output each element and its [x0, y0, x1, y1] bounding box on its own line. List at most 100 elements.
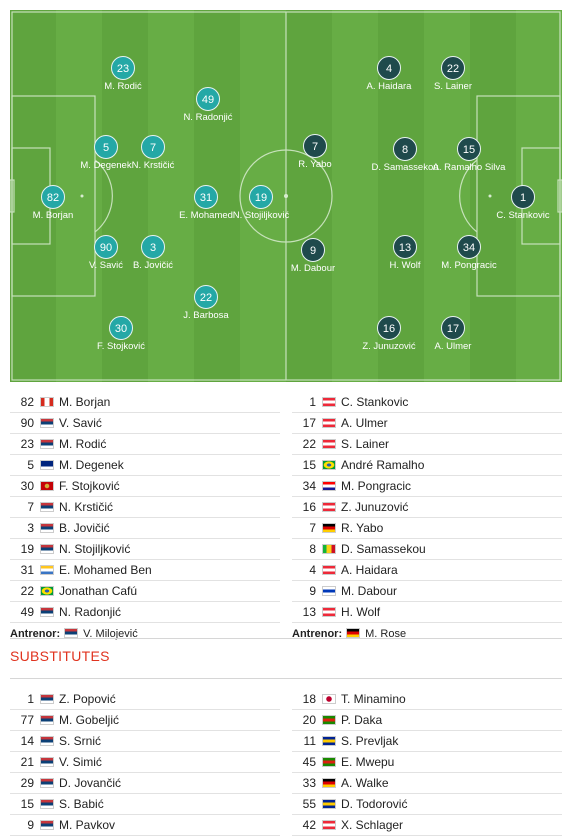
- player-number: 13: [302, 605, 316, 619]
- player-number: 1: [511, 185, 535, 209]
- flag-icon: [322, 757, 336, 767]
- player-number: 45: [302, 755, 316, 769]
- player-name: F. Stojković: [96, 341, 146, 352]
- player-number: 7: [141, 135, 165, 159]
- player-number: 77: [20, 713, 34, 727]
- player-name: M. Rodić: [59, 437, 107, 451]
- player-name: A. Walke: [341, 776, 389, 790]
- sub-row[interactable]: 45 E. Mwepu: [292, 752, 562, 773]
- player-number: 1: [309, 395, 316, 409]
- flag-icon: [322, 544, 336, 554]
- sub-row[interactable]: 20 P. Daka: [292, 710, 562, 731]
- player-name: V. Savić: [59, 416, 102, 430]
- flag-icon: [40, 736, 54, 746]
- player-name: M. Pongracic: [441, 260, 497, 271]
- player-number: 20: [302, 713, 316, 727]
- flag-icon: [40, 607, 54, 617]
- player-number: 23: [111, 56, 135, 80]
- flag-icon: [40, 397, 54, 407]
- player-number: 4: [377, 56, 401, 80]
- player-number: 22: [441, 56, 465, 80]
- player-name: E. Mwepu: [341, 755, 395, 769]
- player-name: M. Degenek: [59, 458, 124, 472]
- player-number: 3: [141, 235, 165, 259]
- flag-icon: [322, 778, 336, 788]
- player-name: V. Savić: [89, 260, 123, 271]
- player-name: F. Stojković: [59, 479, 120, 493]
- player-name: D. Samassekou: [341, 542, 426, 556]
- lineup-row[interactable]: 1 C. Stankovic: [292, 392, 562, 413]
- player-number: 31: [20, 563, 34, 577]
- player-name: A. Haidara: [341, 563, 398, 577]
- coach-name[interactable]: M. Rose: [365, 628, 407, 640]
- flag-icon: [40, 523, 54, 533]
- player-number: 7: [27, 500, 34, 514]
- player-number: 82: [20, 395, 34, 409]
- player-name: P. Daka: [341, 713, 383, 727]
- player-name: C. Stankovic: [496, 210, 550, 221]
- coach-name[interactable]: V. Milojević: [83, 628, 138, 640]
- player-name: A. Ulmer: [341, 416, 388, 430]
- player-number: 15: [20, 797, 34, 811]
- player-number: 11: [303, 734, 316, 748]
- player-number: 16: [377, 316, 401, 340]
- player-name: C. Stankovic: [341, 395, 409, 409]
